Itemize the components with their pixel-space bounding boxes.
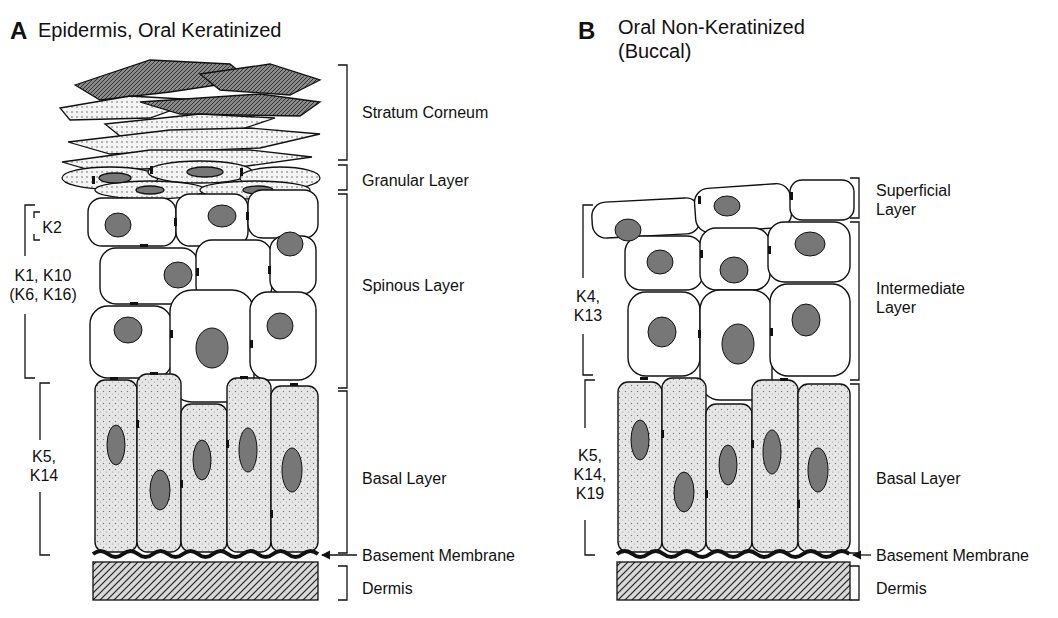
panel-letter: B [578,16,595,45]
spinous-nuclei [105,205,303,368]
desmosomes [92,166,298,518]
keratin-label: K5, K14, K19 [567,446,613,503]
basement-membrane [617,551,850,557]
basal-cells [95,374,318,552]
layer-name: Basal Layer [362,469,447,488]
dermis-block [93,562,318,600]
layer-name: Intermediate Layer [876,279,981,317]
basal-cells [618,378,850,552]
layer-name: Basal Layer [876,469,961,488]
spinous-cells [88,190,318,402]
basement-membrane [93,551,318,557]
layer-name: Superficial Layer [876,181,976,219]
layer-name: Basement Membrane [876,546,1029,565]
intermediate-nuclei [615,196,825,364]
leader-arrow [853,554,871,555]
layer-brackets [583,178,859,600]
layer-name: Stratum Corneum [362,103,488,122]
keratin-label: K1, K10 (K6, K16) [4,266,82,304]
basal-nuclei [107,425,302,510]
layer-name: Spinous Layer [362,276,464,295]
desmosomes [640,192,800,508]
keratin-label: K2 [37,218,67,237]
panel-heading: Epidermis, Oral Keratinized [38,18,281,42]
keratin-label: K5, K14 [21,447,67,485]
layer-name: Basement Membrane [362,546,515,565]
keratin-label: K4, K13 [565,287,611,325]
panel-heading: Oral Non-Keratinized (Buccal) [618,15,843,63]
basal-nuclei [631,420,828,512]
dermis-block [617,562,850,600]
leader-arrow [322,554,357,555]
layer-name: Granular Layer [362,171,469,190]
intermediate-cells [625,222,850,400]
layer-name: Dermis [876,579,927,598]
layer-brackets [25,65,347,600]
stratum-corneum-cells [60,60,320,170]
panel-letter: A [10,16,27,45]
layer-name: Dermis [362,579,413,598]
